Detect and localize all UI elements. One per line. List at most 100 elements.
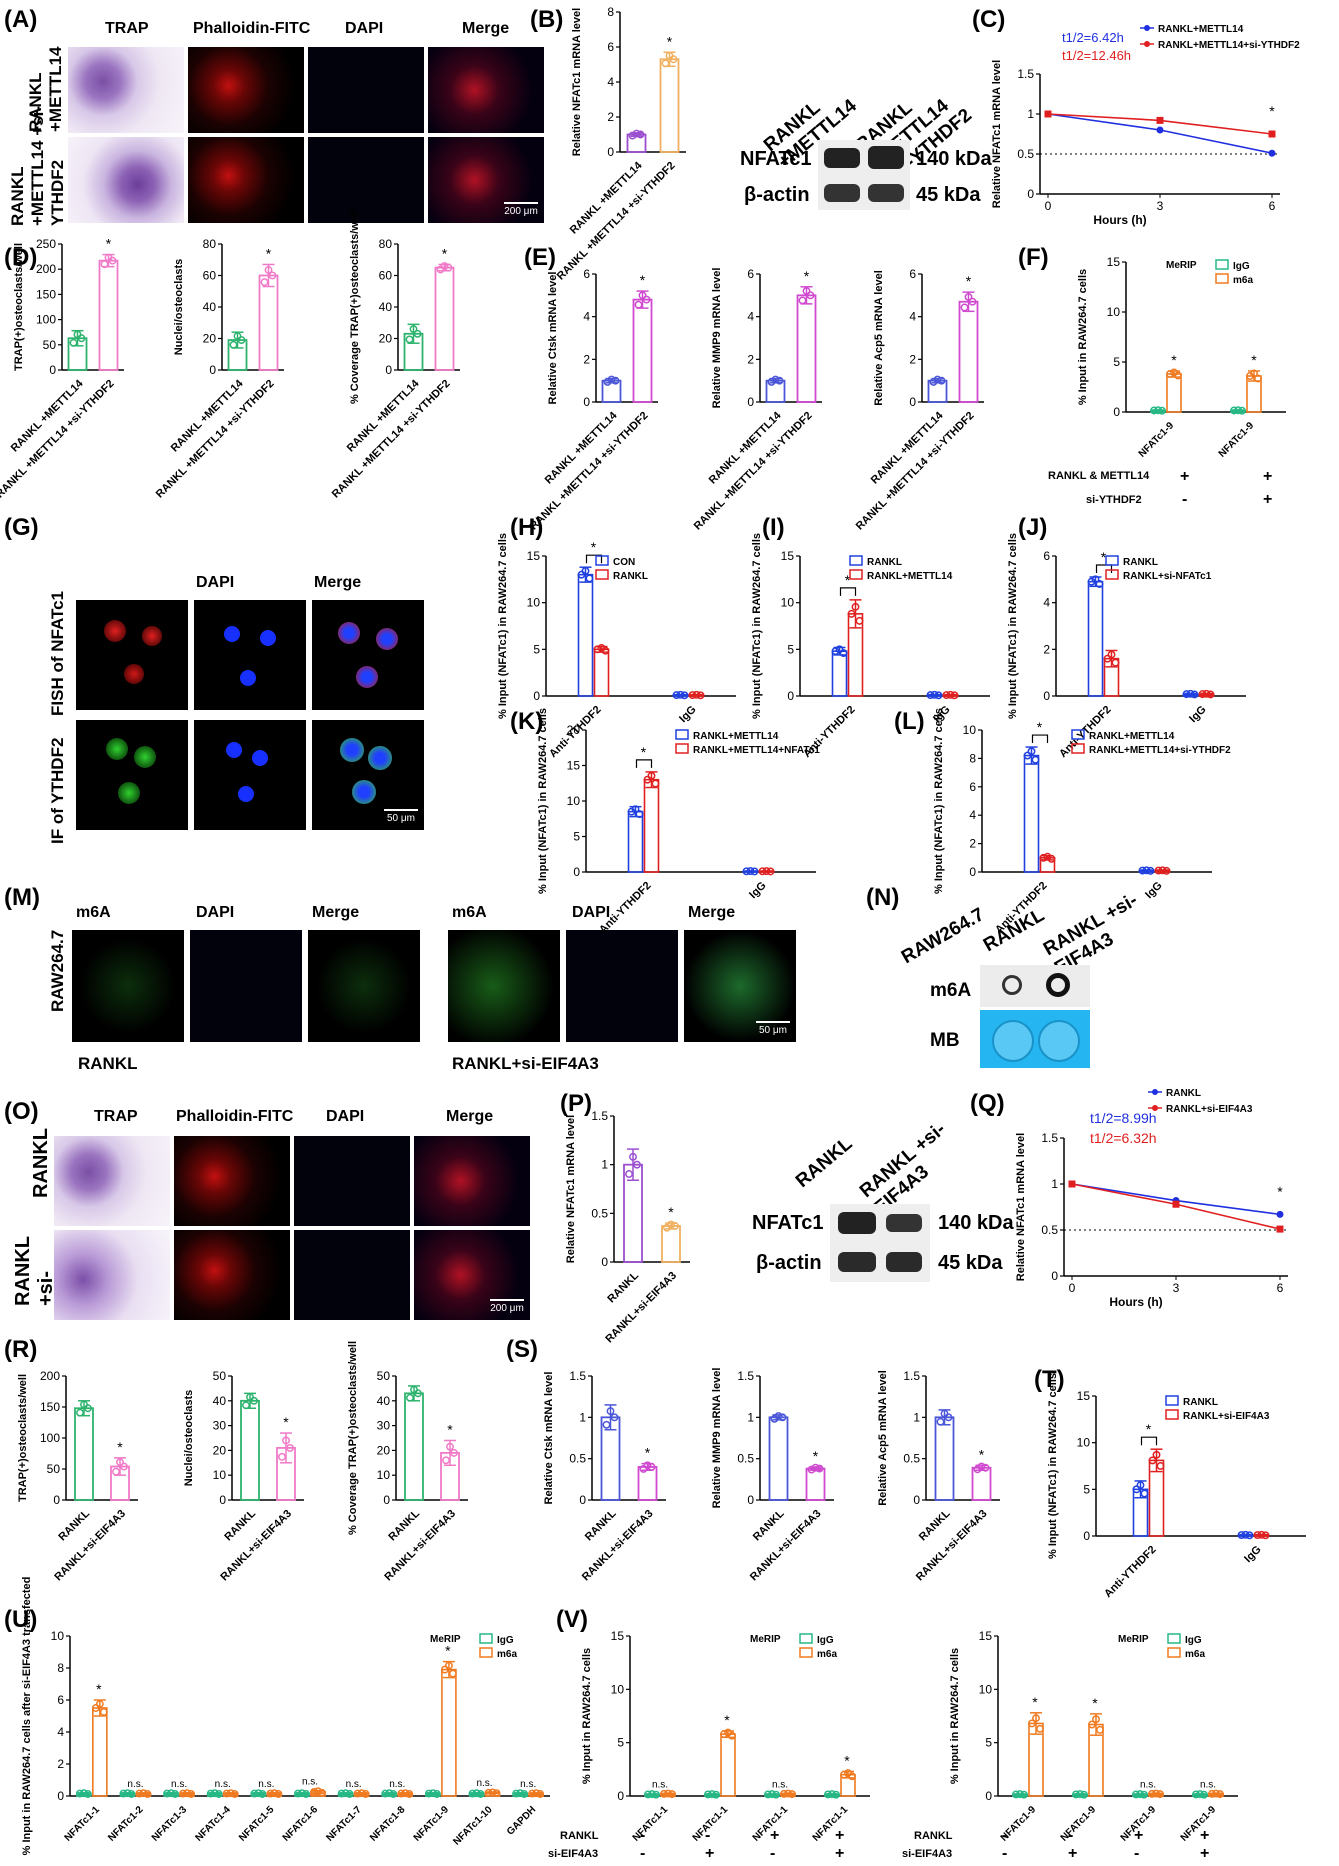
data-point-D3-1-2 <box>444 263 453 272</box>
micrograph-o-phalloidin-2 <box>174 1230 290 1320</box>
bar-J-0-0 <box>1087 580 1104 697</box>
data-point-E2-0-0 <box>767 377 776 386</box>
data-point-H-1-0-0 <box>672 691 681 700</box>
data-point-U-9-0-1 <box>472 1789 481 1798</box>
micrograph-a-merge-1 <box>428 47 544 133</box>
x-tick-label-L-0: Anti-YTHDF2 <box>993 880 1049 936</box>
micrograph-o-dapi-1 <box>294 1136 410 1226</box>
y-axis-label-R2: Nuclei/osteoclasts <box>183 1390 195 1487</box>
x-axis-label-C: Hours (h) <box>1093 213 1146 227</box>
data-point-E3-1-0 <box>960 303 969 312</box>
data-point-V2-3-1-0 <box>1208 1789 1216 1798</box>
legend-swatch-T-0 <box>1165 1395 1179 1406</box>
legend-marker-C-1 <box>1144 41 1150 47</box>
y-tick-label-B-2: 4 <box>607 75 614 89</box>
data-point-V2-0-0-0 <box>1012 1790 1020 1799</box>
data-point-T-0-0-0 <box>1132 1485 1141 1494</box>
legend-label-T-0: RANKL <box>1183 1397 1218 1408</box>
y-tick-label-T-1: 5 <box>1083 1482 1090 1496</box>
data-point-U-3-1-1 <box>226 1789 235 1798</box>
y-tick-label-H-3: 15 <box>527 549 541 563</box>
data-point-U-0-1-1 <box>95 1700 104 1708</box>
sig-star-D2-1: * <box>266 245 272 261</box>
data-point-V1-3-0-0 <box>824 1790 832 1799</box>
data-point-U-2-1-0 <box>179 1789 188 1798</box>
y-tick-label-R3-1: 10 <box>377 1468 391 1482</box>
data-point-E1-0-2 <box>611 376 620 385</box>
legend-label-L-0: RANKL+METTL14 <box>1089 731 1175 742</box>
panel-letter-i: (I) <box>762 514 785 541</box>
data-point-I-1-1-0 <box>942 691 951 700</box>
legend-label-U-0: IgG <box>497 1635 514 1646</box>
x-tick-label-V1-3: NFATc1-1 <box>811 1804 851 1844</box>
annot-U-6: n.s. <box>346 1779 362 1790</box>
legend-swatch-H-1 <box>595 569 609 580</box>
panel-letter-p: (P) <box>560 1090 592 1117</box>
data-point-S1-0-2 <box>610 1413 619 1422</box>
y-tick-label-V2-3: 15 <box>979 1629 993 1643</box>
data-point-U-3-0-1 <box>210 1789 219 1798</box>
data-point-U-2-0-2 <box>171 1790 180 1798</box>
bar-K-0-1 <box>643 778 660 873</box>
data-point-S3-1-1 <box>977 1462 986 1471</box>
data-point-K-0-0-1 <box>631 805 640 814</box>
y-tick-label-F-0: 0 <box>1113 405 1120 419</box>
data-point-D2-1-0 <box>260 278 269 287</box>
y-tick-label-U-3: 6 <box>57 1693 64 1707</box>
data-point-B-1-2 <box>669 55 678 64</box>
data-point-L-0-0-2 <box>1031 755 1040 764</box>
data-point-U-8-1-2 <box>448 1669 457 1678</box>
data-point-L-1-1-0 <box>1154 866 1163 875</box>
panel-v-left-r-2: - <box>705 1827 711 1844</box>
data-point-U-9-1-2 <box>492 1789 501 1798</box>
data-point-P-1-2 <box>671 1222 679 1230</box>
data-point-E1-0-1 <box>607 375 616 384</box>
data-point-U-0-0-0 <box>75 1789 84 1798</box>
y-tick-label-R3-4: 40 <box>377 1394 391 1408</box>
data-point-V2-3-0-2 <box>1200 1790 1208 1799</box>
micrograph-o-merge-1 <box>414 1136 530 1226</box>
data-point-R1-0-2 <box>84 1404 92 1413</box>
panel-f-v2-a: - <box>1182 491 1188 508</box>
micrograph-g-dapi-1 <box>194 600 306 710</box>
y-axis-label-U: % Input in RAW264.7 cells after si-EIF4A… <box>21 1577 33 1856</box>
sig-star-J: * <box>1101 549 1107 565</box>
data-point-V2-3-0-1 <box>1196 1790 1204 1799</box>
legend-label-T-1: RANKL+si-EIF4A3 <box>1183 1411 1270 1422</box>
y-tick-label-D3-3: 60 <box>379 269 393 283</box>
data-point-I-1-0-2 <box>934 691 943 700</box>
data-point-E3-1-1 <box>964 292 973 301</box>
y-tick-label-K-1: 5 <box>573 830 580 844</box>
data-point-S3-0-0 <box>936 1417 945 1426</box>
bar-S2-0 <box>768 1416 789 1501</box>
data-point-U-1-1-1 <box>139 1789 148 1798</box>
annot-U-8: * <box>445 1643 451 1659</box>
x-tick-label-R3-0: RANKL <box>386 1507 422 1543</box>
annot-U-0: * <box>96 1681 102 1697</box>
y-axis-label-E2: Relative MMP9 mRNA level <box>711 268 723 409</box>
legend-swatch-F-1 <box>1215 273 1229 284</box>
data-point-Q-1-1 <box>1172 1200 1180 1208</box>
x-tick-label-C-0: 0 <box>1045 199 1052 213</box>
data-point-S2-1-0 <box>807 1465 816 1474</box>
data-point-F-0-0-1 <box>1154 406 1162 415</box>
panel-g-col-dapi: DAPI <box>196 574 235 591</box>
y-tick-label-B-3: 6 <box>607 40 614 54</box>
scale-bar-o: 200 μm <box>490 1299 524 1314</box>
data-point-F-0-0-0 <box>1150 406 1158 415</box>
panel-f-v2-b: + <box>1263 491 1273 508</box>
annot-V1-3: * <box>844 1752 850 1768</box>
data-point-U-1-1-0 <box>135 1789 144 1798</box>
sig-star-Q: * <box>1277 1183 1283 1199</box>
x-tick-label-U-10: GAPDH <box>505 1804 538 1837</box>
x-tick-label-U-8: NFATc1-9 <box>412 1804 452 1844</box>
micrograph-a-trap-1 <box>68 47 184 133</box>
data-point-U-4-1-0 <box>266 1789 275 1798</box>
legend-label-C-1: RANKL+METTL14+si-YTHDF2 <box>1158 40 1300 51</box>
data-point-E1-0-0 <box>603 377 612 386</box>
y-tick-label-K-0: 0 <box>573 865 580 879</box>
panel-n-row-1: m6A <box>930 980 972 1001</box>
y-axis-label-S2: Relative MMP9 mRNA level <box>711 1368 723 1509</box>
legend-label-K-0: RANKL+METTL14 <box>693 731 779 742</box>
data-point-U-1-1-2 <box>143 1790 152 1798</box>
